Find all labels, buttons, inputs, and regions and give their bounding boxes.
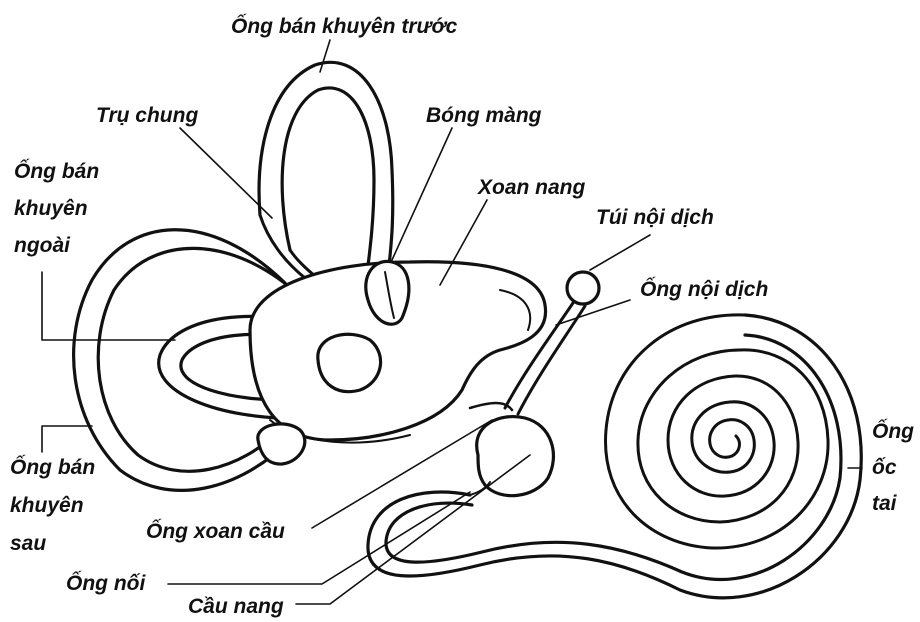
endolymph-sac-shape [567,272,599,304]
label-utricle: Xoan nang [477,176,586,199]
label-lateral-canal-1: Ống bán [14,159,99,183]
label-cochlear-duct-3: tai [872,492,898,515]
label-endolymph-sac: Túi nội dịch [596,206,714,229]
label-posterior-canal-3: sau [10,532,46,555]
label-reuniens-duct: Ống nối [66,571,146,595]
label-anterior-canal: Ống bán khuyên trước [231,14,458,38]
label-posterior-canal-1: Ống bán [10,455,95,479]
anterior-canal [259,62,393,282]
label-saccule: Cầu nang [188,595,284,618]
label-lateral-canal-3: ngoài [14,234,71,257]
label-cochlear-duct-2: ốc [872,456,897,479]
label-endolymph-duct: Ống nội dịch [640,277,768,301]
posterior-junction [258,424,305,464]
lateral-ampulla [318,334,381,391]
label-common-crus: Trụ chung [96,104,198,127]
label-ampulla: Bóng màng [426,104,542,127]
label-utriculosaccular-duct: Ống xoan cầu [146,519,285,543]
label-cochlear-duct-1: Ống [872,419,914,443]
label-posterior-canal-2: khuyên [10,494,84,517]
label-lateral-canal-2: khuyên [14,197,88,220]
